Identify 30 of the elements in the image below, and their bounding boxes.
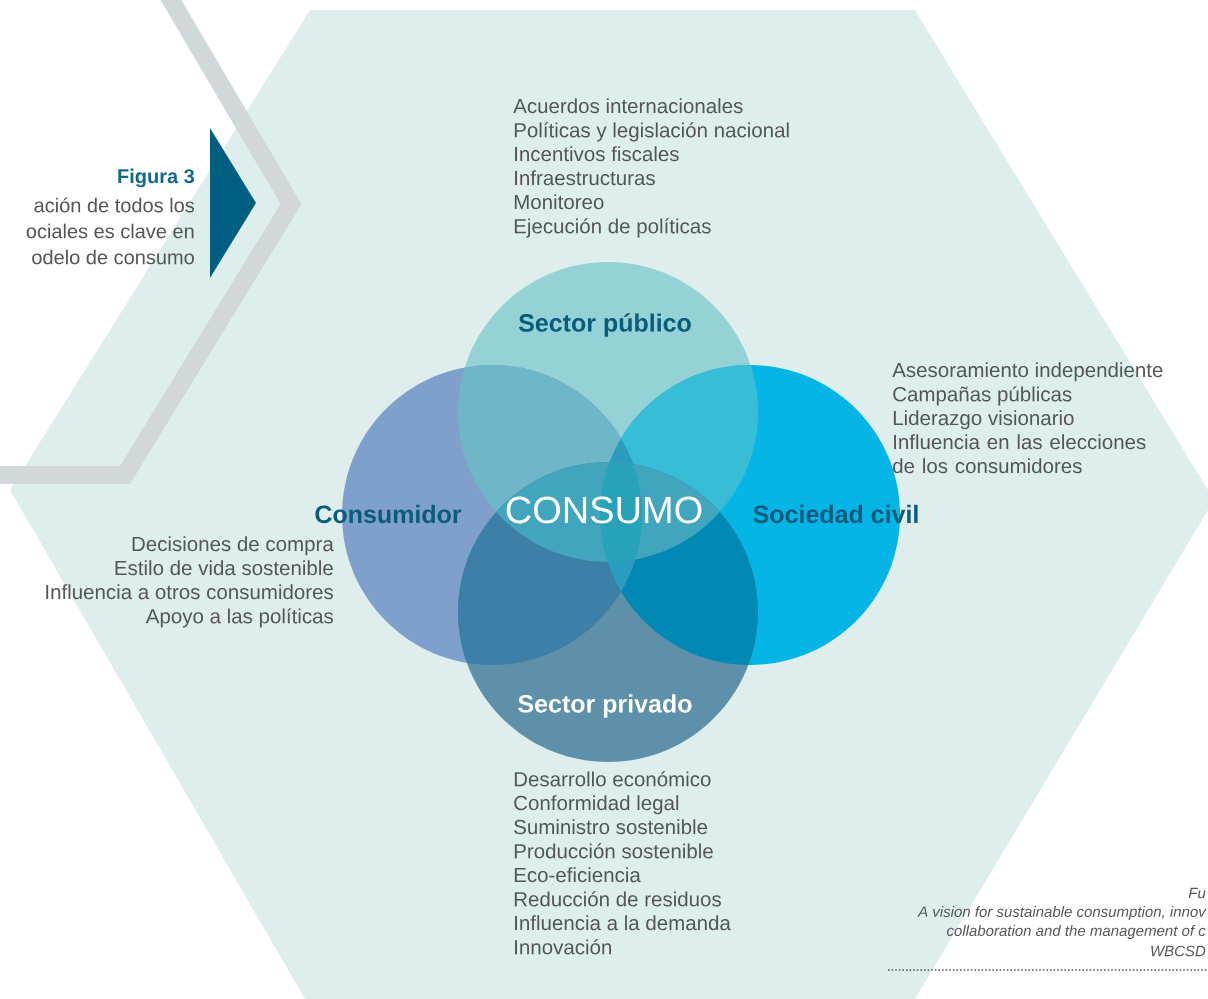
list-item: Monitoreo	[514, 194, 604, 210]
list-item: Apoyo a las políticas	[145, 608, 333, 628]
source-text: A vision for sustainable consumption, innov	[917, 906, 1207, 920]
list-item: Asesoramiento independiente	[892, 362, 1163, 382]
caption-text: odelo de consumo	[32, 249, 194, 265]
list-item: Acuerdos internacionales	[513, 98, 743, 114]
source-text: WBCSD	[1151, 945, 1206, 957]
list-item: Reducción de residuos	[514, 891, 721, 907]
list-item: Políticas y legislación nacional	[514, 122, 789, 142]
list-item: Incentivos fiscales	[515, 146, 679, 162]
source-text: Fu	[1188, 887, 1206, 899]
figure-title: Figura 3	[118, 168, 195, 188]
list-item: Eco-eficiencia	[514, 867, 641, 883]
source-text: collaboration and the management of c	[946, 925, 1206, 939]
list-item: Campañas públicas	[893, 386, 1072, 406]
list-item: Influencia a la demanda	[515, 915, 731, 931]
list-item: Influencia a otros consumidores	[46, 584, 333, 600]
caption-text: ociales es clave en	[26, 223, 194, 239]
list-item: Innovación	[515, 939, 611, 955]
caption-text: ación de todos los	[34, 197, 195, 213]
list-item: Conformidad legal	[514, 795, 679, 815]
list-item: Influencia en las elecciones de los consumidores	[893, 434, 1146, 474]
list-item: Ejecución de políticas	[514, 218, 711, 238]
list-item: Estilo de vida sostenible	[115, 560, 333, 576]
list-item: Decisiones de compra	[132, 536, 334, 556]
list-item: Desarrollo económico	[514, 771, 711, 787]
list-item: Infraestructuras	[515, 170, 655, 186]
list-item: Producción sostenible	[514, 843, 713, 859]
list-item: Suministro sostenible	[514, 819, 708, 835]
list-item: Liderazgo visionario	[893, 410, 1074, 430]
